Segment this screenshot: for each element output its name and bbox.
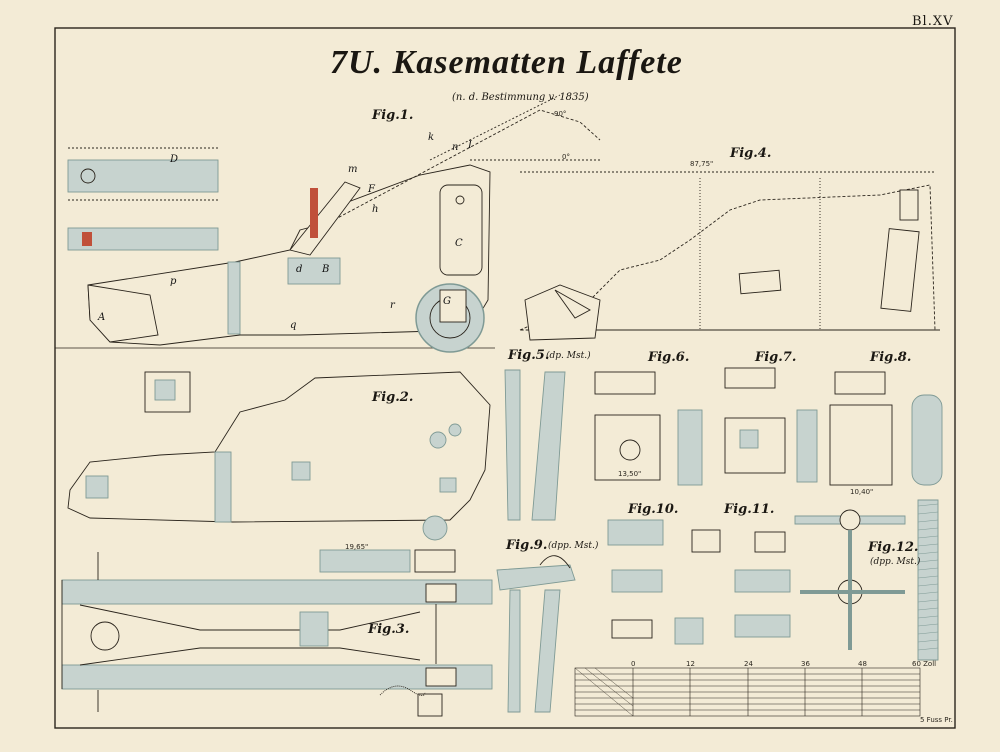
fig6-label: Fig.6.: [648, 350, 690, 365]
scale-footer: 5 Fuss Pr.: [920, 716, 953, 724]
plate-subtitle: (n. d. Bestimmung v. 1835): [452, 92, 589, 103]
fig2-label: Fig.2.: [372, 390, 414, 405]
scale-unit: 60 Zoll: [912, 660, 937, 668]
fig8-label: Fig.8.: [870, 350, 912, 365]
fig3-bolt-dim: 19,65": [345, 543, 369, 551]
fig5-label: Fig.5.: [508, 348, 550, 363]
part-letter-h: h: [372, 204, 379, 215]
scale-tick-24: 24: [744, 660, 753, 668]
part-letter-m: m: [348, 164, 358, 175]
fig6-width-dim: 13,50": [618, 470, 642, 478]
fig5-drawing: [504, 369, 566, 521]
fig11-drawing: [691, 529, 791, 638]
fig1-section-view: [67, 227, 219, 251]
part-letter-k: k: [428, 132, 435, 143]
part-letter-B: B: [322, 264, 330, 275]
fig12-label: Fig.12.: [868, 540, 919, 555]
scale-tick-0: 0: [631, 660, 636, 668]
fig4-outline: [519, 184, 936, 331]
part-letter-I: I: [468, 140, 472, 151]
part-letter-G: G: [443, 296, 451, 307]
fig10-label: Fig.10.: [628, 502, 679, 517]
fig6-drawing: [594, 371, 703, 486]
fig3-label: Fig.3.: [368, 622, 410, 637]
scale-bar: [574, 667, 921, 717]
fig1-drawing: [67, 94, 601, 353]
fig8-width-dim: 10,40": [850, 488, 874, 496]
part-letter-n: n: [452, 142, 459, 153]
fig9-label: Fig.9.: [506, 538, 548, 553]
fig4-label: Fig.4.: [730, 146, 772, 161]
fig7-drawing: [724, 367, 818, 483]
fig9-note: (dpp. Mst.): [548, 541, 599, 551]
fig8-drawing: [829, 371, 943, 486]
fig2-cheek-outline: [67, 371, 491, 523]
fig10-drawing: [607, 519, 704, 645]
fig4-length-dim: 87,75": [690, 160, 714, 168]
part-letter-p: p: [170, 276, 177, 287]
fig12-spring-coils: [917, 503, 939, 651]
fig5-note: (dp. Mst.): [546, 351, 591, 361]
fig3-lower-rail: [61, 664, 493, 690]
plate-number: Bl.XV: [912, 14, 954, 29]
fig3-drawing: [61, 549, 493, 717]
fig1-label: Fig.1.: [372, 108, 414, 123]
fig2-drawing: [67, 371, 491, 541]
fig1-plan-view: [67, 159, 219, 193]
plate-title: 7U. Kasematten Laffete: [330, 44, 683, 81]
fig3-upper-rail: [61, 579, 493, 605]
scale-tick-12: 12: [686, 660, 695, 668]
part-letter-A: A: [98, 312, 106, 323]
part-letter-d: d: [296, 264, 303, 275]
part-letter-C: C: [455, 238, 463, 249]
part-letter-q: q: [290, 320, 297, 331]
part-letter-F: F: [368, 184, 375, 195]
angle-0-label: 0°: [562, 153, 570, 161]
plate-border: [54, 27, 956, 729]
fig7-label: Fig.7.: [755, 350, 797, 365]
fig12-note: (dpp. Mst.): [870, 557, 921, 567]
fig1-cheek-outline: [87, 164, 491, 346]
part-letter-D: D: [170, 154, 179, 165]
scale-tick-36: 36: [801, 660, 810, 668]
scale-tick-48: 48: [858, 660, 867, 668]
fig12-drawing: [794, 499, 939, 661]
fig11-label: Fig.11.: [724, 502, 775, 517]
angle-90-label: 90°: [554, 110, 567, 118]
fig4-drawing: [519, 171, 940, 341]
fig9-drawing: [496, 555, 576, 713]
part-letter-r: r: [390, 300, 395, 311]
